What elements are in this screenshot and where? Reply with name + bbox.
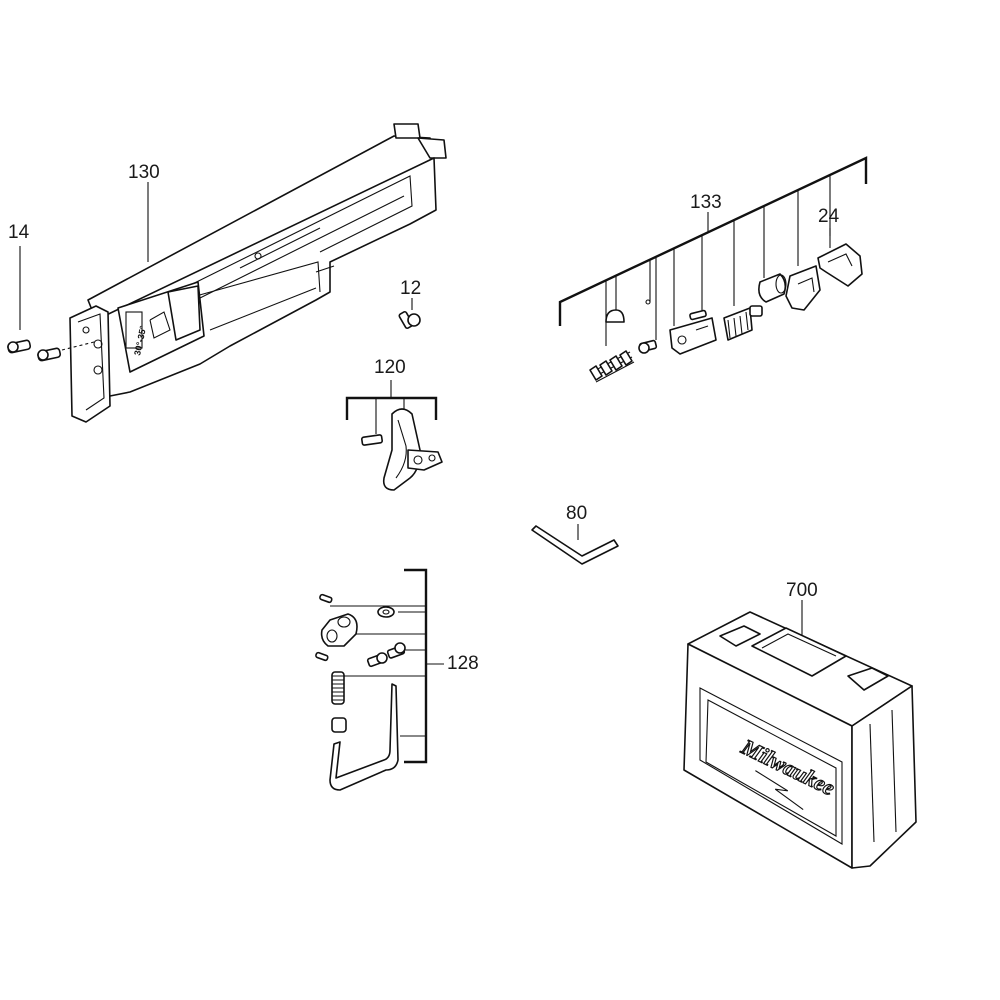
- callout-14: 14: [8, 222, 30, 243]
- callout-133: 133: [690, 192, 722, 213]
- hook-kit-part-128: [315, 568, 444, 791]
- carrying-case-part-700: Milwaukee: [683, 600, 917, 869]
- hex-key-part-80: [531, 524, 619, 565]
- screws-part-14: [7, 246, 95, 362]
- callout-130: 130: [128, 162, 160, 183]
- latch-assembly-part-133: [558, 156, 868, 383]
- callout-80: 80: [566, 503, 587, 524]
- callout-120: 120: [374, 357, 406, 378]
- callout-24: 24: [818, 206, 840, 227]
- belt-hook-part-120: [345, 380, 443, 491]
- callout-700: 700: [786, 580, 818, 601]
- screw-part-12: [398, 298, 421, 329]
- callout-128: 128: [447, 653, 479, 674]
- magazine-part-130: 30°-35°: [69, 123, 447, 423]
- callout-12: 12: [400, 278, 421, 299]
